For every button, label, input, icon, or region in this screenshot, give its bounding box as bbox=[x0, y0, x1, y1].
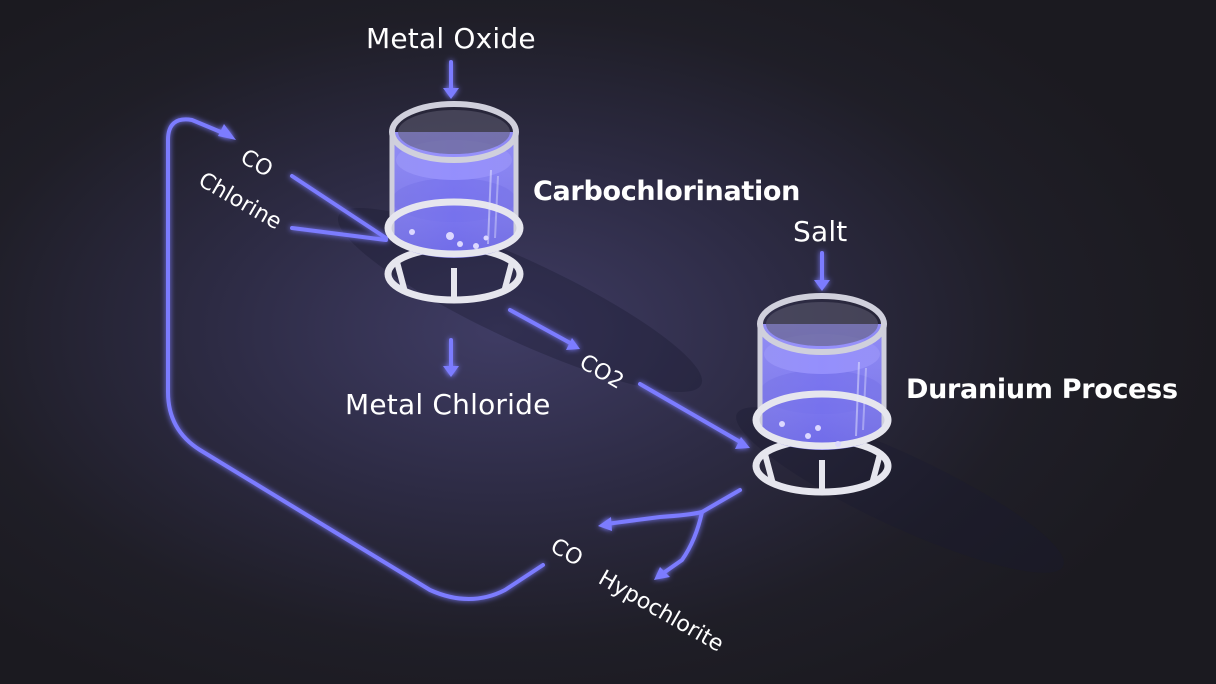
salt-label: Salt bbox=[793, 215, 848, 248]
co2-line-b bbox=[638, 382, 744, 445]
loop-arrowhead bbox=[218, 124, 236, 140]
hypochlorite-output-line bbox=[660, 510, 704, 576]
co2-arrowhead-b bbox=[735, 437, 750, 449]
chlorine-feed-line bbox=[290, 226, 388, 242]
co-output-arrowhead bbox=[598, 517, 612, 531]
metal-chloride-arrowhead bbox=[443, 366, 459, 377]
hypochlorite-arrowhead bbox=[654, 567, 670, 580]
duranium-process-label: Duranium Process bbox=[906, 374, 1178, 405]
co2-arrowhead-a bbox=[566, 338, 580, 350]
recycle-loop-line bbox=[166, 117, 545, 601]
co2-line-a bbox=[508, 308, 574, 346]
carbochlorination-label: Carbochlorination bbox=[533, 176, 801, 207]
output-split-line bbox=[700, 488, 742, 514]
salt-arrowhead bbox=[814, 280, 830, 291]
metal-oxide-label: Metal Oxide bbox=[366, 22, 536, 55]
metal-oxide-arrowhead bbox=[443, 88, 459, 99]
carbochlorination-reactor bbox=[384, 101, 524, 304]
duranium-reactor bbox=[752, 293, 892, 496]
co-feed-line bbox=[290, 174, 388, 240]
metal-chloride-label: Metal Chloride bbox=[345, 388, 551, 421]
co-output-line bbox=[604, 510, 704, 526]
